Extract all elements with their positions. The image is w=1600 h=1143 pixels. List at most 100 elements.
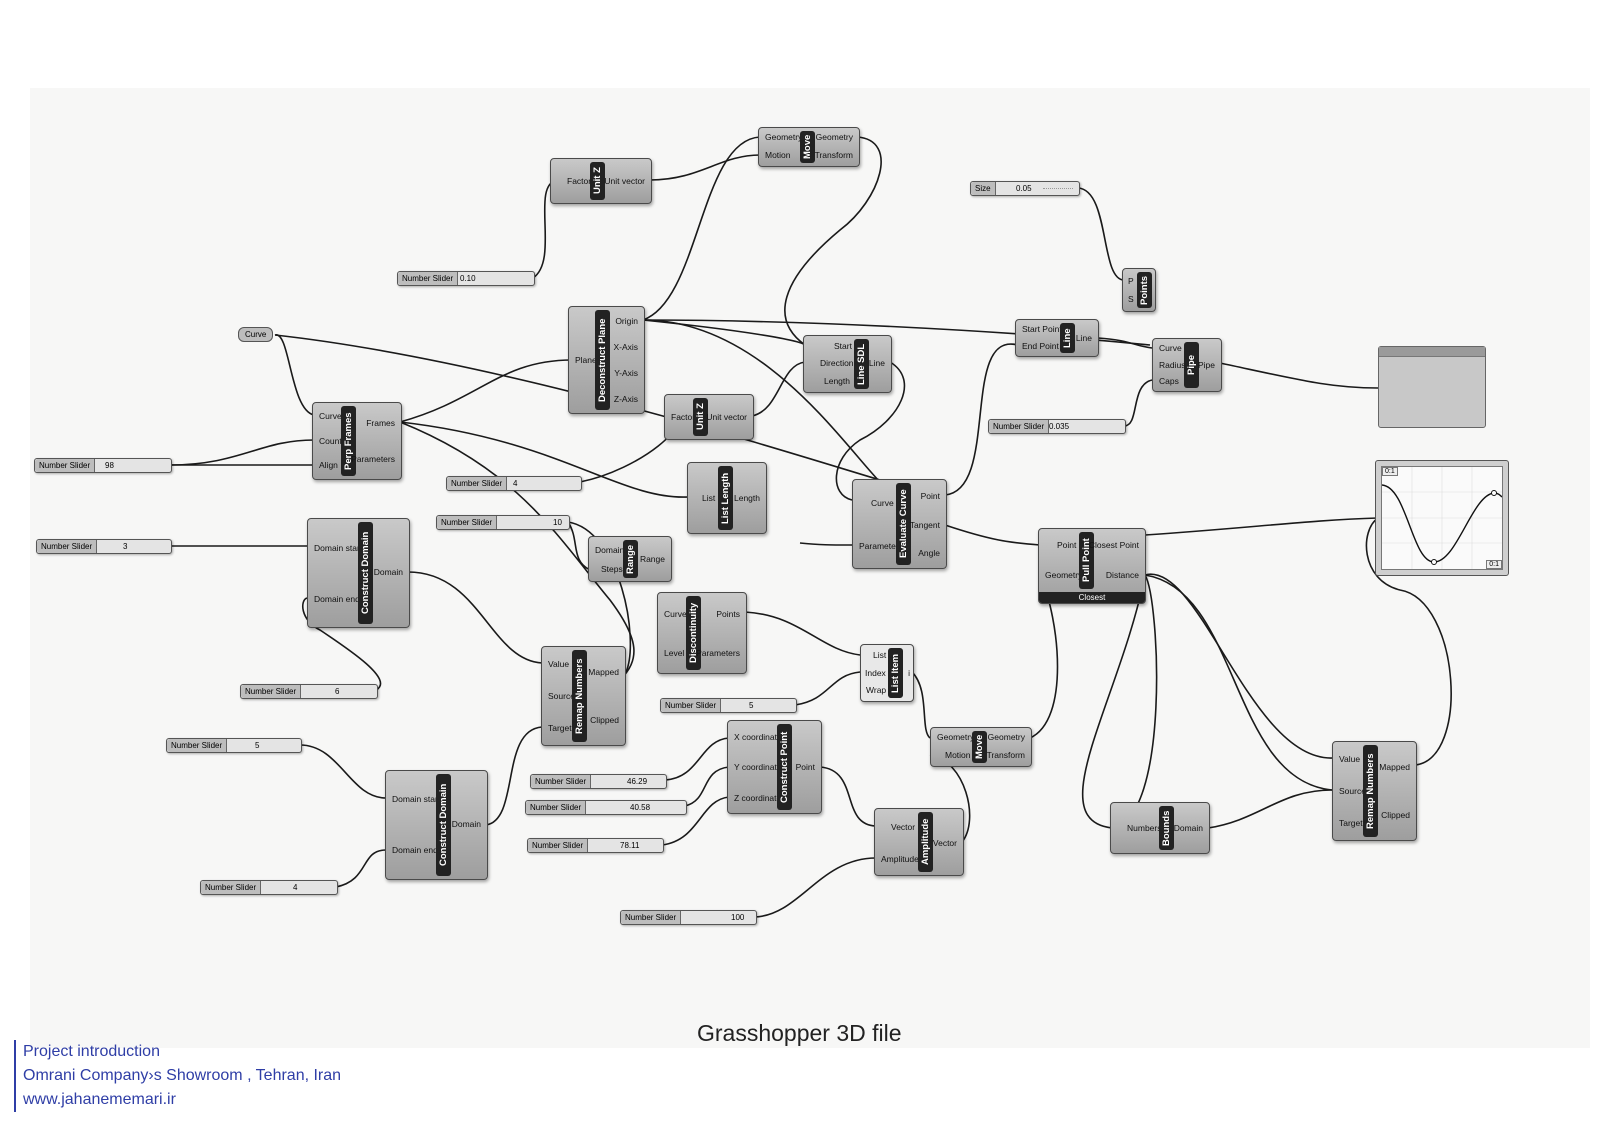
pull-point-component[interactable]: Point Geometry Pull Point Closest Point …	[1038, 528, 1146, 604]
number-slider[interactable]: Number Slider 78.11	[527, 838, 664, 853]
input-geometry[interactable]: Geometry	[1045, 570, 1083, 580]
line-sdl-component[interactable]: Start Direction Length Line SDL Line	[803, 335, 892, 393]
construct-domain-component[interactable]: Domain start Domain end Construct Domain…	[307, 518, 410, 628]
number-slider[interactable]: Number Slider 98	[34, 458, 172, 473]
discontinuity-component[interactable]: Curve Level Discontinuity Points Paramet…	[657, 592, 747, 674]
input-value[interactable]: Value	[548, 659, 570, 669]
input-x-coordinate[interactable]: X coordinate	[734, 732, 782, 742]
input-radius[interactable]: Radius	[1159, 360, 1186, 370]
input-motion[interactable]: Motion	[765, 150, 791, 160]
output-pipe[interactable]: Pipe	[1197, 360, 1215, 370]
input-source[interactable]: Source	[548, 691, 575, 701]
output-geometry[interactable]: Geometry	[987, 732, 1025, 742]
slider-track[interactable]	[1043, 188, 1073, 190]
input-curve[interactable]: Curve	[1159, 343, 1182, 353]
output-unit-vector[interactable]: Unit vector	[604, 176, 645, 186]
number-slider[interactable]: Number Slider 0.10	[397, 271, 535, 286]
input-direction[interactable]: Direction	[820, 358, 854, 368]
output-frames[interactable]: Frames	[366, 418, 395, 428]
bounds-component[interactable]: Numbers Bounds Domain	[1110, 802, 1210, 854]
evaluate-curve-component[interactable]: Curve Parameter Evaluate Curve Point Tan…	[852, 479, 947, 569]
number-slider[interactable]: Number Slider 4	[200, 880, 338, 895]
output-point[interactable]: Point	[920, 491, 940, 501]
number-slider[interactable]: Number Slider 0.035	[988, 419, 1126, 434]
output-domain[interactable]: Domain	[1173, 823, 1203, 833]
input-list[interactable]: List	[702, 493, 716, 503]
output-vector[interactable]: Vector	[932, 838, 957, 848]
output-clipped[interactable]: Clipped	[1381, 810, 1410, 820]
output-parameters[interactable]: Parameters	[696, 648, 740, 658]
output-tangent[interactable]: Tangent	[909, 520, 940, 530]
output-origin[interactable]: Origin	[615, 316, 638, 326]
input-geometry[interactable]: Geometry	[937, 732, 975, 742]
number-slider[interactable]: Number Slider 10	[436, 515, 570, 530]
input-factor[interactable]: Factor	[671, 412, 696, 422]
input-index[interactable]: Index	[865, 668, 886, 678]
footer-website-link[interactable]: www.jahanememari.ir	[23, 1091, 176, 1108]
output-line[interactable]: Line	[1075, 333, 1092, 343]
input-curve[interactable]: Curve	[871, 498, 894, 508]
input-start-point[interactable]: Start Point	[1022, 324, 1062, 334]
input-z-coordinate[interactable]: Z coordinate	[734, 793, 782, 803]
pipe-component[interactable]: Curve Radius Caps Pipe Pipe	[1152, 338, 1222, 392]
input-list[interactable]: List	[873, 650, 887, 660]
output-domain[interactable]: Domain	[373, 567, 403, 577]
perp-frames-component[interactable]: Curve Count Align Perp Frames Frames Par…	[312, 402, 402, 480]
deconstruct-plane-component[interactable]: Plane Deconstruct Plane Origin X-Axis Y-…	[568, 306, 645, 414]
construct-point-component[interactable]: X coordinate Y coordinate Z coordinate C…	[727, 720, 822, 814]
output-transform[interactable]: Transform	[814, 150, 853, 160]
input-geometry[interactable]: Geometry	[765, 132, 803, 142]
output-distance[interactable]: Distance	[1105, 570, 1139, 580]
input-length[interactable]: Length	[824, 376, 850, 386]
input-end-point[interactable]: End Point	[1022, 341, 1059, 351]
size-slider[interactable]: Size 0.05	[970, 181, 1080, 196]
output-points[interactable]: Points	[716, 609, 740, 619]
number-slider[interactable]: Number Slider 3	[36, 539, 172, 554]
output-y-axis[interactable]: Y-Axis	[614, 368, 638, 378]
output-angle[interactable]: Angle	[918, 548, 940, 558]
input-domain[interactable]: Domain	[595, 545, 625, 555]
output-clipped[interactable]: Clipped	[590, 715, 619, 725]
input-domain-start[interactable]: Domain start	[314, 543, 363, 553]
output-geometry[interactable]: Geometry	[815, 132, 853, 142]
unit-z-component[interactable]: Factor Unit Z Unit vector	[550, 158, 652, 204]
input-align[interactable]: Align	[319, 460, 338, 470]
number-slider[interactable]: Number Slider 5	[660, 698, 797, 713]
input-parameter[interactable]: Parameter	[859, 541, 899, 551]
remap-numbers-component[interactable]: Value Source Target Remap Numbers Mapped…	[541, 646, 626, 746]
input-source[interactable]: Source	[1339, 786, 1366, 796]
input-plane[interactable]: Plane	[575, 355, 597, 365]
number-slider[interactable]: Number Slider 40.58	[525, 800, 687, 815]
output-mapped[interactable]: Mapped	[588, 667, 619, 677]
move-component[interactable]: Geometry Motion Move Geometry Transform	[758, 127, 860, 167]
input-target[interactable]: Target	[548, 723, 572, 733]
output-parameters[interactable]: Parameters	[351, 454, 395, 464]
range-component[interactable]: Domain Steps Range Range	[588, 536, 672, 582]
input-steps[interactable]: Steps	[601, 564, 623, 574]
points-component[interactable]: P S Points	[1122, 268, 1156, 312]
output-range[interactable]: Range	[639, 554, 665, 564]
number-slider[interactable]: Number Slider 4	[446, 476, 582, 491]
input-domain-end[interactable]: Domain end	[392, 845, 438, 855]
output-x-axis[interactable]: X-Axis	[613, 342, 638, 352]
list-item-component[interactable]: List Index Wrap List Item i	[860, 644, 914, 702]
input-value[interactable]: Value	[1339, 754, 1361, 764]
output-length[interactable]: Length	[734, 493, 760, 503]
line-component[interactable]: Start Point End Point Line Line	[1015, 319, 1099, 357]
geometry-preview-panel[interactable]	[1378, 346, 1486, 428]
number-slider[interactable]: Number Slider 6	[240, 684, 378, 699]
input-target[interactable]: Target	[1339, 818, 1363, 828]
output-mapped[interactable]: Mapped	[1379, 762, 1410, 772]
output-z-axis[interactable]: Z-Axis	[613, 394, 638, 404]
input-motion[interactable]: Motion	[945, 750, 971, 760]
construct-domain-component[interactable]: Domain start Domain end Construct Domain…	[385, 770, 488, 880]
remap-numbers-component[interactable]: Value Source Target Remap Numbers Mapped…	[1332, 741, 1417, 841]
output-transform[interactable]: Transform	[986, 750, 1025, 760]
input-s[interactable]: S	[1128, 294, 1134, 304]
output-point[interactable]: Point	[795, 762, 815, 772]
input-count[interactable]: Count	[319, 436, 342, 446]
input-point[interactable]: Point	[1057, 540, 1077, 550]
input-caps[interactable]: Caps	[1159, 376, 1179, 386]
curve-param[interactable]: Curve	[238, 327, 274, 342]
list-length-component[interactable]: List List Length Length	[687, 462, 767, 534]
